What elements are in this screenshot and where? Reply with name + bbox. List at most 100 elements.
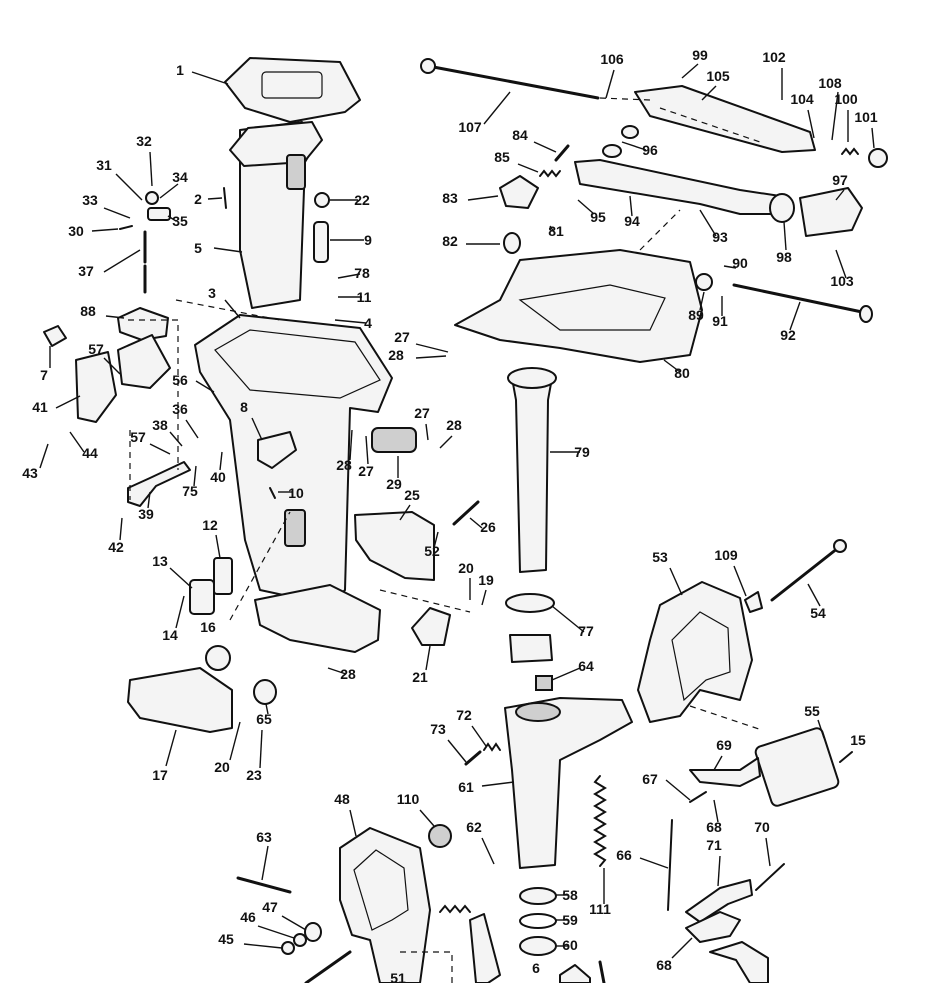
part-collar-98 — [769, 193, 795, 223]
assembly-line — [599, 97, 651, 101]
part-spring-100 — [841, 147, 859, 156]
callout-number: 14 — [162, 627, 178, 643]
part-rod-92-end — [859, 305, 873, 323]
callout-leader-line — [699, 291, 705, 311]
part-rod-92 — [732, 283, 864, 314]
callout-number: 41 — [32, 399, 48, 415]
callout-number: 59 — [562, 912, 578, 928]
callout-leader-line — [481, 781, 515, 787]
callout-number: 75 — [182, 483, 198, 499]
callout-leader-line — [365, 435, 369, 465]
part-swivel-bracket-inner — [518, 284, 666, 331]
callout-number: 105 — [706, 68, 730, 84]
callout-number: 21 — [412, 669, 428, 685]
callout-number: 57 — [88, 341, 104, 357]
callout-number: 62 — [466, 819, 482, 835]
callout-leader-line — [251, 417, 263, 441]
part-cover-17 — [127, 667, 233, 733]
part-cam-83 — [499, 175, 539, 209]
part-main-housing-deck — [214, 329, 381, 399]
callout-number: 69 — [716, 737, 732, 753]
callout-leader-line — [871, 127, 875, 149]
callout-number: 66 — [616, 847, 632, 863]
callout-number: 20 — [214, 759, 230, 775]
callout-number: 25 — [404, 487, 420, 503]
part-bracket-25 — [354, 511, 435, 581]
callout-leader-line — [723, 265, 737, 269]
callout-number: 28 — [336, 457, 352, 473]
callout-number: 11 — [357, 289, 372, 305]
part-ring-77b — [509, 634, 553, 663]
callout-leader-line — [699, 209, 717, 237]
callout-number: 13 — [152, 553, 168, 569]
part-bolt-63 — [236, 876, 292, 894]
part-spring-clamp — [439, 904, 471, 914]
callout-leader-line — [425, 645, 431, 671]
callout-number: 78 — [354, 265, 370, 281]
callout-number: 104 — [790, 91, 814, 107]
callout-number: 107 — [458, 119, 482, 135]
callout-leader-line — [551, 667, 581, 681]
part-link-lower — [709, 941, 769, 983]
callout-leader-line — [439, 435, 453, 449]
callout-leader-line — [224, 299, 241, 319]
part-bolt-7 — [43, 325, 67, 347]
callout-leader-line — [517, 163, 539, 173]
part-clamp-bracket-48-inner — [353, 849, 409, 931]
part-rod-107-end — [420, 58, 436, 74]
part-gasket — [224, 57, 361, 123]
callout-leader-line — [629, 195, 633, 217]
callout-number: 57 — [130, 429, 146, 445]
callout-leader-line — [159, 183, 179, 199]
callout-number: 3 — [208, 285, 216, 301]
callout-leader-line — [327, 667, 347, 675]
callout-number: 12 — [202, 517, 218, 533]
callout-leader-line — [261, 845, 269, 881]
part-washer-96a — [621, 125, 639, 139]
part-tiller-arm — [574, 159, 786, 215]
callout-leader-line — [115, 173, 143, 201]
callout-number: 52 — [424, 543, 440, 559]
part-ring-59 — [519, 913, 557, 929]
part-lever-69 — [689, 757, 761, 787]
part-roller-29 — [371, 427, 417, 453]
part-nut-89 — [695, 273, 713, 291]
callout-number: 101 — [854, 109, 878, 125]
callout-number: 29 — [386, 476, 402, 492]
callout-number: 22 — [354, 192, 370, 208]
part-clip-21 — [411, 607, 451, 646]
callout-leader-line — [119, 517, 123, 541]
callout-leader-line — [483, 91, 511, 125]
callout-number: 31 — [96, 157, 112, 173]
part-housing-fitting — [286, 154, 306, 190]
callout-number: 37 — [78, 263, 94, 279]
callout-number: 93 — [712, 229, 728, 245]
callout-number: 16 — [200, 619, 216, 635]
callout-number: 61 — [458, 779, 474, 795]
part-bottom-post — [598, 960, 606, 983]
callout-number: 100 — [834, 91, 858, 107]
part-screw-15 — [839, 751, 853, 763]
callout-leader-line — [713, 755, 723, 771]
callout-number: 90 — [732, 255, 748, 271]
callout-leader-line — [671, 937, 693, 959]
callout-number: 6 — [532, 960, 540, 976]
callout-leader-line — [167, 215, 177, 222]
callout-number: 83 — [442, 190, 458, 206]
callout-leader-line — [433, 531, 439, 549]
part-spring-111 — [593, 775, 607, 867]
callout-number: 77 — [578, 623, 594, 639]
parts-layer — [43, 57, 888, 983]
callout-leader-line — [169, 431, 183, 447]
callout-number: 28 — [340, 666, 356, 682]
part-main-housing — [194, 314, 393, 606]
assembly-line — [659, 107, 761, 143]
callout-leader-line — [765, 837, 771, 867]
callout-number: 63 — [256, 829, 272, 845]
part-tiller-upper — [634, 85, 816, 153]
callout-number: 44 — [82, 445, 98, 461]
callout-leader-line — [549, 225, 555, 233]
part-lower-rod — [304, 950, 352, 983]
callout-leader-line — [243, 943, 283, 949]
part-bolt-54 — [770, 546, 840, 602]
